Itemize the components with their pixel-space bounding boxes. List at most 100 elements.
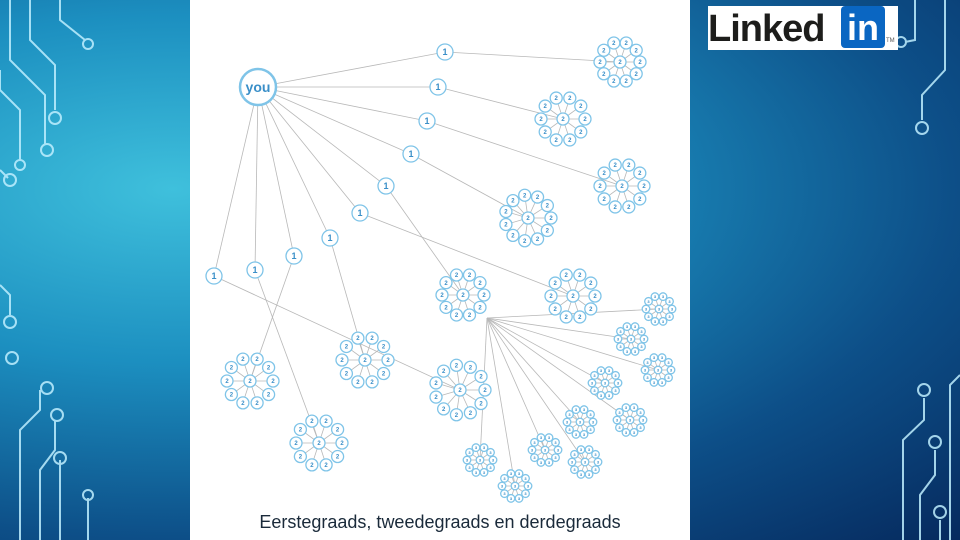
second-degree-node: 2: [319, 458, 333, 472]
third-degree-node: 3: [523, 481, 533, 491]
edge-second-to-third: [486, 317, 659, 371]
svg-text:2: 2: [479, 375, 483, 381]
second-degree-node: 2: [633, 192, 647, 206]
second-degree-node: 2: [449, 408, 464, 422]
svg-text:1: 1: [327, 233, 332, 243]
svg-text:3: 3: [580, 472, 583, 477]
svg-text:2: 2: [356, 380, 360, 386]
svg-text:2: 2: [536, 195, 540, 201]
svg-text:3: 3: [475, 445, 478, 450]
second-degree-node: 2: [339, 366, 354, 381]
svg-text:2: 2: [565, 315, 569, 321]
svg-text:2: 2: [578, 315, 582, 321]
third-degree-hub-node: 3: [626, 334, 636, 344]
svg-text:2: 2: [478, 281, 482, 287]
svg-text:3: 3: [642, 417, 645, 422]
second-degree-node: 2: [474, 396, 488, 411]
svg-text:1: 1: [252, 265, 257, 275]
svg-text:2: 2: [241, 401, 245, 407]
third-degree-node: 3: [536, 433, 546, 443]
svg-text:2: 2: [614, 205, 618, 211]
svg-text:2: 2: [598, 60, 602, 66]
edge-you-to-first: [257, 86, 361, 214]
second-degree-node: 2: [473, 276, 487, 290]
second-degree-node: 2: [622, 200, 636, 214]
svg-text:2: 2: [483, 388, 487, 394]
svg-text:3: 3: [583, 432, 586, 437]
second-degree-node: 2: [220, 374, 234, 388]
second-degree-node: 2: [289, 436, 303, 450]
svg-text:2: 2: [627, 205, 631, 211]
edge-second-to-third: [486, 317, 581, 423]
svg-text:3: 3: [591, 380, 594, 385]
svg-text:3: 3: [647, 314, 650, 319]
edge-first-to-second: [213, 275, 461, 391]
svg-text:2: 2: [583, 117, 587, 123]
edge-first-to-second: [359, 212, 574, 297]
svg-text:3: 3: [657, 367, 660, 372]
third-degree-node: 3: [551, 437, 560, 447]
svg-text:2: 2: [561, 117, 565, 123]
svg-text:2: 2: [546, 204, 550, 210]
third-degree-node: 3: [571, 405, 581, 415]
svg-text:2: 2: [526, 216, 530, 222]
svg-text:3: 3: [475, 470, 478, 475]
svg-text:3: 3: [589, 412, 592, 417]
svg-text:3: 3: [580, 447, 583, 452]
svg-text:2: 2: [523, 239, 527, 245]
second-degree-node: 2: [633, 166, 647, 180]
first-degree-node: 1: [402, 145, 420, 163]
second-degree-node: 2: [573, 310, 587, 324]
second-degree-node: 2: [463, 406, 478, 420]
svg-text:3: 3: [661, 380, 664, 385]
third-degree-node: 3: [658, 316, 668, 326]
third-degree-node: 3: [657, 353, 667, 363]
svg-text:3: 3: [640, 329, 643, 334]
svg-text:2: 2: [618, 60, 622, 66]
third-degree-node: 3: [590, 386, 599, 396]
third-degree-node: 3: [664, 373, 673, 383]
svg-text:1: 1: [291, 251, 296, 261]
svg-text:3: 3: [510, 496, 513, 501]
svg-text:2: 2: [635, 72, 639, 78]
second-degree-node: 2: [224, 360, 239, 375]
svg-text:3: 3: [617, 380, 620, 385]
third-degree-node: 3: [611, 370, 620, 380]
third-degree-node: 3: [486, 463, 495, 473]
second-degree-node: 2: [449, 308, 464, 322]
first-degree-node: 1: [436, 43, 454, 61]
svg-text:3: 3: [639, 410, 642, 415]
second-degree-node: 2: [588, 289, 602, 303]
third-degree-node: 3: [644, 312, 653, 322]
third-degree-node: 3: [637, 326, 646, 336]
svg-text:2: 2: [620, 184, 624, 190]
svg-text:3: 3: [503, 476, 506, 481]
svg-text:3: 3: [643, 336, 646, 341]
second-degree-node: 2: [330, 422, 345, 437]
svg-text:3: 3: [646, 375, 649, 380]
third-degree-node: 3: [604, 390, 614, 400]
svg-text:2: 2: [511, 233, 515, 239]
second-degree-node: 2: [506, 228, 520, 243]
second-degree-node: 2: [462, 308, 477, 322]
edge-you-to-first: [257, 86, 412, 155]
edge-first-to-second: [444, 51, 621, 63]
second-degree-node: 2: [319, 414, 333, 428]
second-degree-node: 2: [449, 268, 464, 282]
second-degree-node: 2: [540, 223, 554, 238]
svg-text:2: 2: [579, 130, 583, 136]
svg-text:3: 3: [468, 450, 471, 455]
svg-text:3: 3: [594, 452, 597, 457]
svg-text:2: 2: [625, 41, 629, 47]
svg-text:3: 3: [667, 360, 670, 365]
edge-second-to-third: [486, 317, 631, 421]
third-degree-node: 3: [579, 405, 589, 415]
svg-text:2: 2: [255, 401, 259, 407]
third-degree-node: 3: [650, 292, 660, 302]
svg-text:2: 2: [479, 402, 483, 408]
svg-text:3: 3: [597, 459, 600, 464]
third-degree-node: 3: [658, 292, 668, 302]
svg-text:3: 3: [608, 368, 611, 373]
svg-text:2: 2: [310, 463, 314, 469]
